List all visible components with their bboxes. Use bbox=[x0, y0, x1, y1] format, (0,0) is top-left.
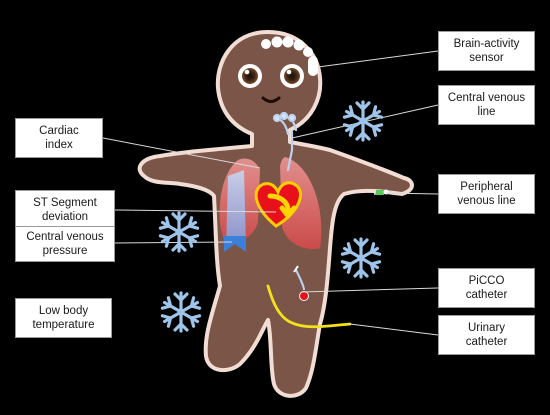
label-line-2: sensor bbox=[469, 52, 504, 64]
label-picco-catheter: PiCCO catheter bbox=[438, 268, 535, 308]
label-line-2: deviation bbox=[41, 211, 89, 223]
label-line-1: ST Segment bbox=[33, 197, 97, 209]
label-line-1: Brain-activity bbox=[453, 38, 520, 50]
label-cardiac-index: Cardiac index bbox=[15, 118, 103, 158]
label-line-2: line bbox=[477, 106, 496, 118]
label-line-1: Urinary bbox=[467, 322, 506, 334]
snowflake-icon bbox=[341, 100, 385, 142]
snowflake-icon bbox=[159, 291, 203, 333]
label-urinary-catheter: Urinary catheter bbox=[438, 315, 535, 355]
label-line-1: PiCCO bbox=[468, 275, 505, 287]
label-line-2: catheter bbox=[465, 336, 508, 348]
mouth bbox=[261, 96, 281, 103]
label-line-2: index bbox=[45, 139, 73, 151]
head-icing bbox=[261, 36, 318, 76]
label-line-1: Low body bbox=[38, 305, 89, 317]
connector-lines bbox=[102, 50, 439, 336]
label-line-1: Central venous bbox=[447, 92, 526, 104]
eyes bbox=[238, 64, 304, 88]
urinary-catheter-tube bbox=[266, 284, 352, 329]
label-central-venous-line: Central venous line bbox=[438, 85, 535, 125]
label-peripheral-venous-line: Peripheral venous line bbox=[438, 174, 535, 214]
label-line-1: Central venous bbox=[26, 231, 104, 243]
snowflake-icon bbox=[157, 211, 201, 253]
label-line-2: temperature bbox=[32, 319, 95, 331]
snowflake-icon bbox=[339, 237, 383, 279]
central-vein bbox=[224, 170, 246, 252]
label-low-body-temperature: Low body temperature bbox=[15, 298, 112, 338]
label-line-2: venous line bbox=[457, 195, 516, 207]
label-central-venous-pressure: Central venous pressure bbox=[15, 226, 115, 262]
peripheral-line-device bbox=[373, 189, 389, 195]
label-st-segment-deviation: ST Segment deviation bbox=[15, 190, 115, 230]
label-line-2: catheter bbox=[465, 289, 508, 301]
heart bbox=[254, 181, 302, 228]
label-line-2: pressure bbox=[42, 245, 88, 257]
label-brain-activity-sensor: Brain-activity sensor bbox=[438, 31, 535, 71]
label-line-1: Cardiac bbox=[39, 125, 79, 137]
label-line-1: Peripheral bbox=[460, 181, 513, 193]
